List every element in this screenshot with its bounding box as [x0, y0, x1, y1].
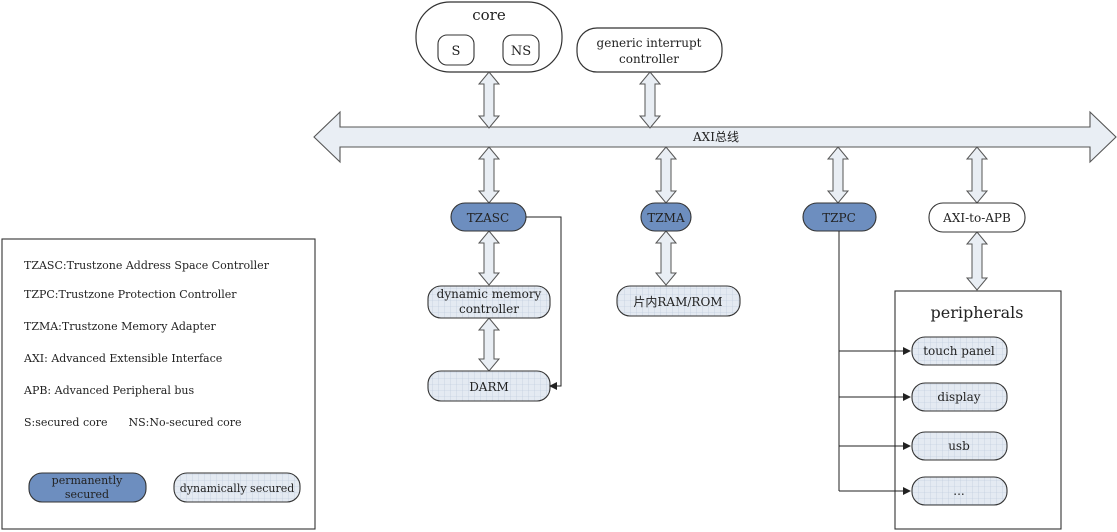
legend-dynamic-label: dynamically secured [180, 482, 295, 495]
axi-bus-label: AXI总线 [692, 130, 739, 144]
legend-line-tzma: TZMA:Trustzone Memory Adapter [24, 320, 216, 333]
legend-line-tzpc: TZPC:Trustzone Protection Controller [24, 288, 237, 301]
axi-to-apb-node: AXI-to-APB [928, 202, 1026, 233]
touch-panel-label: touch panel [923, 344, 995, 358]
touch-panel-node [911, 336, 1008, 366]
usb-label: usb [948, 439, 970, 453]
darm-label: DARM [469, 380, 509, 394]
gic-line1: generic interrupt [597, 36, 702, 50]
bus-tzpc-arrow [826, 146, 850, 204]
tzasc-darm-connector [526, 216, 562, 390]
peripherals-title: peripherals [930, 303, 1023, 322]
legend-permanent-swatch [28, 472, 147, 503]
more-node [911, 476, 1008, 506]
tzasc-label: TZASC [467, 211, 509, 225]
darm-node: DARM [427, 370, 551, 402]
legend-permanent-line1: permanently [52, 474, 123, 487]
bus-tzma-arrow [654, 146, 678, 204]
legend-dynamic-swatch [173, 472, 301, 503]
display-node [911, 382, 1008, 412]
tzma-ram-arrow [654, 230, 678, 286]
gic-box: generic interrupt controller [576, 27, 723, 73]
dmc-line2: controller [459, 302, 519, 316]
display-label: display [937, 390, 980, 404]
axi-bus: AXI总线 [313, 110, 1117, 164]
axi-to-apb-label: AXI-to-APB [942, 211, 1011, 225]
legend-permanent-line2: secured [65, 488, 109, 501]
core-title: core [472, 6, 506, 24]
bus-axiapb-arrow [965, 146, 989, 204]
legend-line-cores: S:secured core NS:No-secured core [24, 416, 242, 429]
legend-box: TZASC:Trustzone Address Space Controller… [1, 238, 316, 530]
legend-line-tzasc: TZASC:Trustzone Address Space Controller [24, 259, 270, 272]
tzpc-connectors [838, 231, 911, 495]
tzma-node: TZMA [640, 202, 692, 232]
dmc-darm-arrow [477, 317, 501, 372]
tzpc-label: TZPC [822, 211, 856, 225]
legend-line-axi: AXI: Advanced Extensible Interface [23, 352, 222, 365]
tzma-label: TZMA [647, 211, 685, 225]
gic-line2: controller [619, 52, 679, 66]
ram-label: 片内RAM/ROM [633, 295, 722, 309]
axiapb-peripherals-arrow [965, 231, 989, 291]
dmc-node: dynamic memory controller [427, 285, 551, 319]
more-label: ... [953, 484, 964, 498]
bus-tzasc-arrow [477, 146, 501, 204]
peripherals-box: peripherals touch panel display usb ... [894, 290, 1062, 530]
ram-node: 片内RAM/ROM [616, 285, 741, 317]
core-box: core S NS [415, 1, 563, 73]
nonsecure-core-label: NS [511, 44, 531, 59]
gic-bus-arrow [638, 71, 662, 129]
legend-line-apb: APB: Advanced Peripheral bus [23, 384, 194, 397]
secure-core-box [437, 34, 475, 66]
tzasc-node: TZASC [450, 202, 527, 232]
secure-core-label: S [452, 44, 461, 59]
core-bus-arrow [477, 71, 501, 129]
dmc-line1: dynamic memory [437, 287, 542, 301]
tzasc-dmc-arrow [477, 230, 501, 286]
usb-node [911, 431, 1008, 461]
tzpc-node: TZPC [802, 202, 877, 232]
nonsecure-core-box [502, 34, 540, 66]
